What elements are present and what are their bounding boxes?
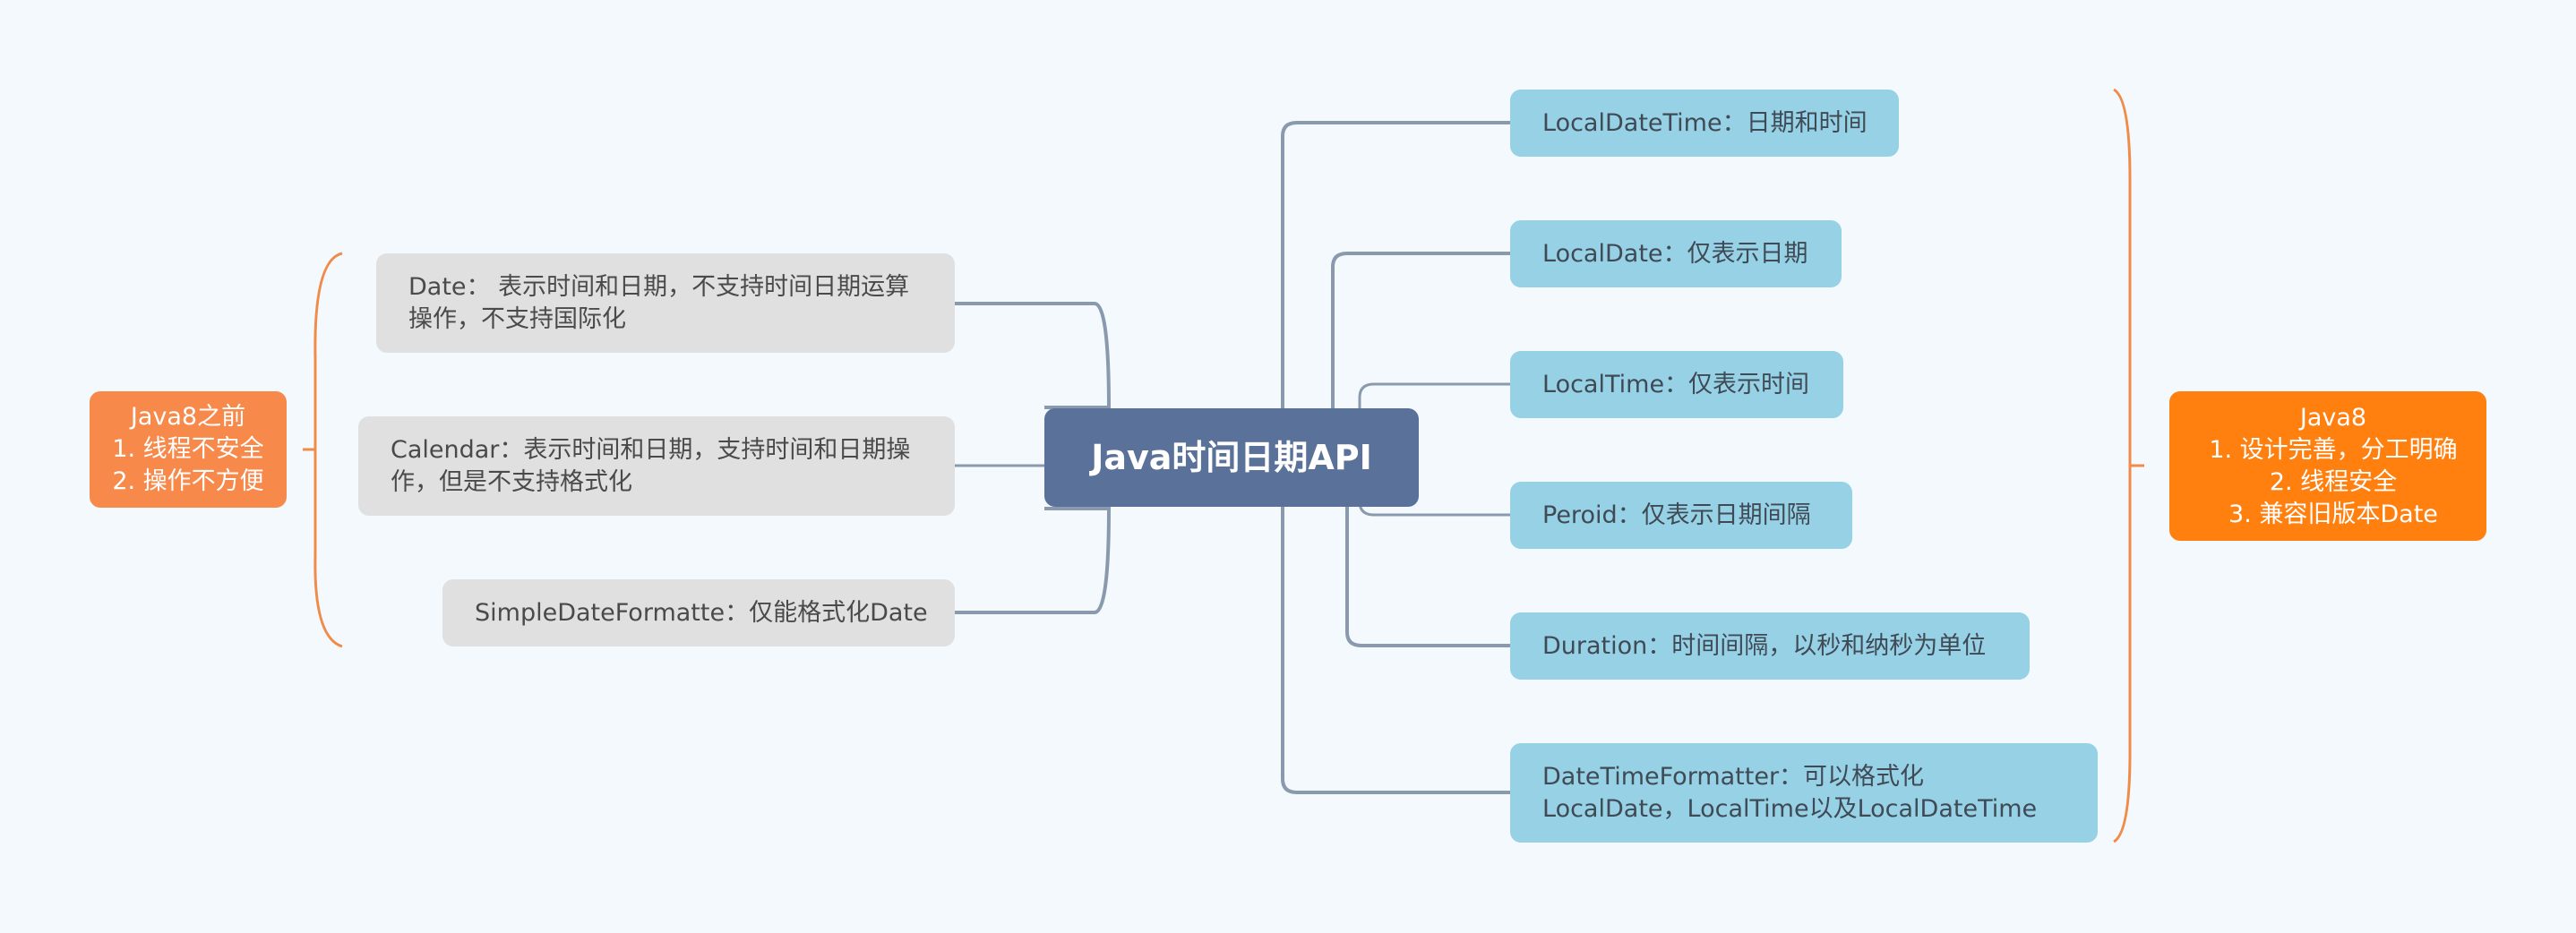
topic-duration-label: Duration：时间间隔，以秒和纳秒为单位 [1542, 631, 1987, 660]
summary-before-java8-item: 2. 操作不方便 [112, 467, 264, 495]
topic-localdate-label: LocalDate：仅表示日期 [1542, 239, 1808, 268]
brace-left [313, 252, 343, 648]
topic-datetimeformatter[interactable]: DateTimeFormatter：可以格式化LocalDate，LocalTi… [1510, 743, 2098, 843]
topic-localdatetime[interactable]: LocalDateTime：日期和时间 [1510, 90, 1899, 157]
summary-java8-item: 2. 线程安全 [2269, 467, 2398, 496]
topic-localtime[interactable]: LocalTime：仅表示时间 [1510, 351, 1843, 418]
connector-right-localdatetime [1281, 121, 1510, 408]
topic-calendar[interactable]: Calendar：表示时间和日期，支持时间和日期操作，但是不支持格式化 [358, 416, 955, 516]
connector-right-duration [1345, 507, 1510, 647]
topic-simpledateformatte[interactable]: SimpleDateFormatte：仅能格式化Date [442, 579, 955, 646]
summary-java8-title: Java8 [2299, 403, 2367, 432]
summary-before-java8-title: Java8之前 [130, 403, 246, 431]
summary-java8-item: 3. 兼容旧版本Date [2228, 500, 2438, 528]
topic-calendar-label: Calendar：表示时间和日期，支持时间和日期操作，但是不支持格式化 [391, 435, 911, 496]
central-topic-label: Java时间日期API [1091, 438, 1372, 477]
connector-right-localdate [1331, 252, 1510, 408]
topic-datetimeformatter-label: DateTimeFormatter：可以格式化LocalDate，LocalTi… [1542, 762, 2038, 823]
topic-duration[interactable]: Duration：时间间隔，以秒和纳秒为单位 [1510, 612, 2030, 680]
topic-date[interactable]: Date： 表示时间和日期，不支持时间日期运算操作，不支持国际化 [376, 253, 955, 353]
summary-before-java8-item: 1. 线程不安全 [112, 435, 264, 463]
topic-localtime-label: LocalTime：仅表示时间 [1542, 370, 1810, 398]
summary-java8[interactable]: Java8 1. 设计完善，分工明确 2. 线程安全 3. 兼容旧版本Date [2169, 391, 2486, 541]
topic-peroid[interactable]: Peroid：仅表示日期间隔 [1510, 482, 1852, 549]
central-topic[interactable]: Java时间日期API [1044, 408, 1419, 507]
connector-right-datetimeformatter [1281, 507, 1510, 794]
connector-left-date [955, 302, 1112, 409]
topic-date-label: Date： 表示时间和日期，不支持时间日期运算操作，不支持国际化 [408, 272, 910, 333]
summary-before-java8[interactable]: Java8之前 1. 线程不安全 2. 操作不方便 [90, 391, 287, 508]
topic-localdate[interactable]: LocalDate：仅表示日期 [1510, 220, 1842, 287]
connector-right-localtime [1358, 382, 1510, 408]
brace-right [2113, 88, 2132, 843]
summary-java8-item: 1. 设计完善，分工明确 [2209, 435, 2458, 464]
topic-peroid-label: Peroid：仅表示日期间隔 [1542, 501, 1811, 529]
connector-left-simpledateformat [955, 507, 1112, 614]
topic-simpledateformatte-label: SimpleDateFormatte：仅能格式化Date [475, 598, 928, 627]
topic-localdatetime-label: LocalDateTime：日期和时间 [1542, 108, 1868, 137]
